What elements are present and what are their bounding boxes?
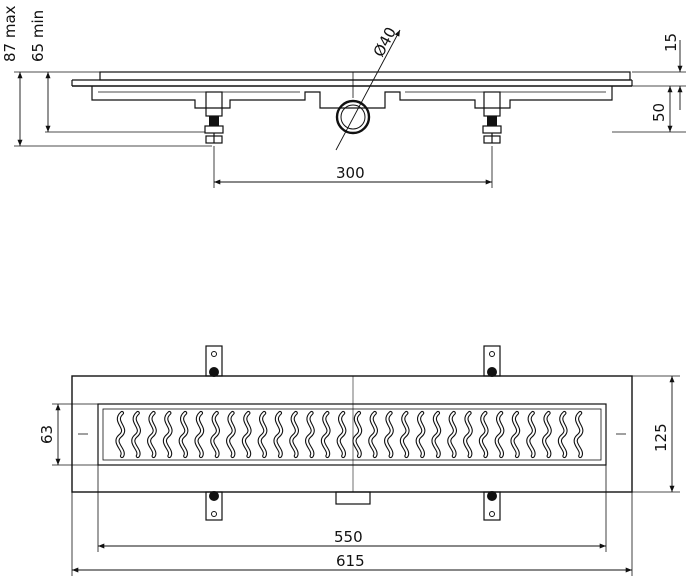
mounting-lug-top-left [205,345,223,377]
grate-slot-inner [242,412,251,457]
grate-plate-side [99,71,631,81]
grate-thickness-label: 15 [662,33,680,52]
grate-slot-inner [495,412,504,457]
grate-slot-inner [464,412,472,457]
grate-slot-inner [274,412,283,457]
frame-width-label: 125 [652,423,670,452]
grate-slot-inner [511,412,520,457]
grate-slot-inner [448,412,456,457]
grate-length-label: 550 [334,528,363,546]
grate-slot-inner [527,412,535,457]
min-height-label: 65 min [29,10,47,62]
grate-slot-inner [353,412,362,457]
grate-slot-inner [227,412,235,457]
grate-slot-inner [400,412,409,457]
side-view: Ø40 87 max 65 min 15 50 300 [1,5,686,188]
grate-slot-inner [306,412,314,457]
grate-slot-inner [211,412,219,457]
grate-slot-inner [163,412,172,457]
grate-slot-inner [558,412,567,457]
max-height-label: 87 max [1,5,19,62]
outlet-stub-top [335,491,371,505]
grate-slot-pattern [115,410,584,459]
grate-width-label: 63 [38,425,56,444]
grate-slot-inner [432,412,441,457]
grate-slot-inner [479,412,488,457]
right-foot [482,91,502,144]
grate-slot-inner [416,412,425,457]
top-view: 63 125 550 615 [38,345,680,576]
grate-slot-inner [195,412,204,457]
grate-slot-inner [321,412,330,457]
grate-slot-inner [116,412,125,457]
mounting-lug-bottom-left [205,491,223,521]
mounting-lug-top-right [483,345,501,377]
pipe-diameter-label: Ø40 [370,24,400,60]
grate-slot-inner [132,412,140,457]
grate-slot-inner [385,412,393,457]
mounting-lug-bottom-right [483,491,501,521]
grate-slot-inner [290,412,298,457]
outlet-pipe-side [335,72,371,135]
grate-slot-inner [543,412,551,457]
total-length-label: 615 [336,552,365,570]
body-height-label: 50 [650,103,668,122]
diameter-leader [335,29,401,151]
grate-slot-inner [258,412,267,457]
grate-slot-inner [337,412,346,457]
foot-spacing-label: 300 [336,164,365,182]
channel-body-side [91,86,613,109]
left-foot [204,91,224,144]
grate-slot-inner [369,412,377,457]
grate-slot-inner [574,412,583,457]
grate-slot-inner [148,412,156,457]
grate-slot-inner [179,412,188,457]
grate-outline [97,403,607,466]
